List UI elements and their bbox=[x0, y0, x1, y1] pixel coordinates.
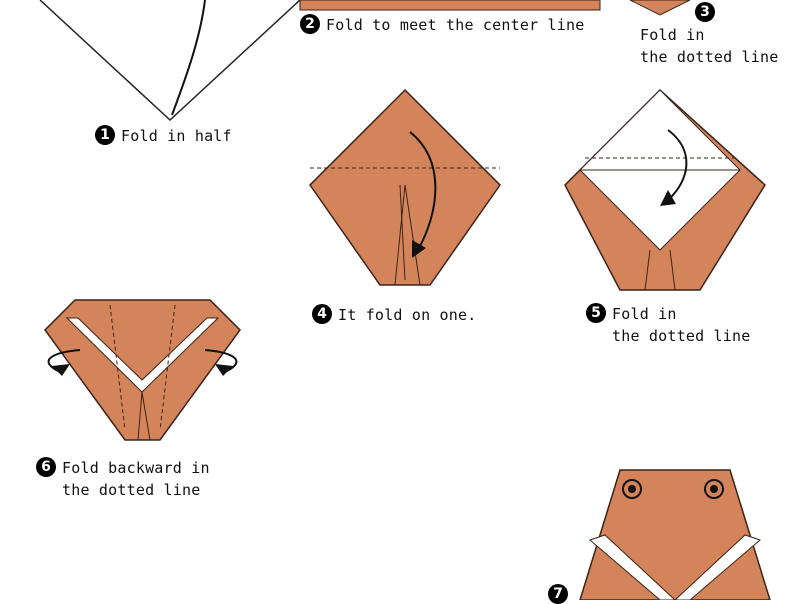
step-4-text: It fold on one. bbox=[338, 306, 477, 324]
step-3-figure bbox=[629, 0, 691, 16]
step-3-label: 3 Fold in the dotted line bbox=[640, 2, 778, 68]
step-1-label: 1 Fold in half bbox=[95, 125, 232, 147]
step-6-label: 6 Fold backward in the dotted line bbox=[36, 457, 210, 501]
step-number-7: 7 bbox=[548, 584, 568, 604]
step-2-label: 2 Fold to meet the center line bbox=[300, 14, 584, 36]
step-7-label: 7 bbox=[548, 584, 568, 604]
step-number-1: 1 bbox=[95, 125, 115, 145]
step-6-text: Fold backward in the dotted line bbox=[62, 459, 210, 499]
step-number-3: 3 bbox=[695, 2, 715, 22]
step-5-label: 5 Fold in the dotted line bbox=[586, 303, 750, 347]
step-number-4: 4 bbox=[312, 304, 332, 324]
step-number-6: 6 bbox=[36, 457, 56, 477]
step-5-text: Fold in the dotted line bbox=[612, 305, 751, 345]
step-number-5: 5 bbox=[586, 303, 606, 323]
step-2-figure bbox=[299, 0, 601, 11]
step-number-2: 2 bbox=[300, 14, 320, 34]
step-3-text: Fold in the dotted line bbox=[640, 26, 779, 66]
step-5-figure bbox=[564, 88, 766, 291]
step-2-text: Fold to meet the center line bbox=[326, 16, 585, 34]
step-7-figure bbox=[579, 469, 771, 600]
step-4-label: 4 It fold on one. bbox=[312, 304, 476, 326]
step-1-text: Fold in half bbox=[121, 127, 232, 145]
step-4-figure bbox=[309, 88, 501, 286]
step-1-figure bbox=[39, 0, 301, 122]
step-6-figure bbox=[44, 299, 241, 441]
